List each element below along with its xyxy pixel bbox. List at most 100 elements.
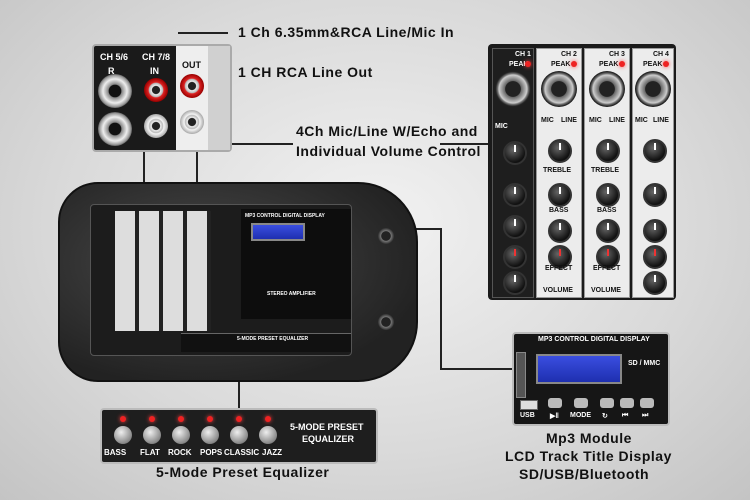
channel-strip-4: CH 4 PEAK MIC LINE <box>632 48 674 298</box>
ch4-mic: MIC <box>635 117 648 124</box>
ch2-xlr[interactable] <box>541 71 577 107</box>
eq-title-2: EQUALIZER <box>302 434 355 444</box>
device-strip-bank <box>115 211 211 331</box>
device-eq-label: 5-MODE PRESET EQUALIZER <box>237 336 309 342</box>
callout-echo-line <box>440 143 490 145</box>
label-echo-2: Individual Volume Control <box>296 143 481 159</box>
ch3-mic: MIC <box>589 117 602 124</box>
ch2-line: LINE <box>561 117 577 124</box>
callout-echo-vert <box>143 143 145 213</box>
channel-strip-3: CH 3 PEAK MIC LINE TREBLE BASS EFFECT VO… <box>584 48 630 298</box>
ch2-gain-knob[interactable] <box>548 139 572 163</box>
mp3-lcd <box>536 354 622 384</box>
ch3-bass: BASS <box>597 207 617 214</box>
ch4-gain-knob[interactable] <box>643 139 667 163</box>
out-rca-white[interactable] <box>180 110 204 134</box>
mp3-title: MP3 CONTROL DIGITAL DISPLAY <box>538 336 650 343</box>
ch4-line: LINE <box>653 117 669 124</box>
device-eq-bar: 5-MODE PRESET EQUALIZER <box>181 333 351 352</box>
label-mp3-2: LCD Track Title Display <box>505 448 672 464</box>
callout-mp3-horiz2 <box>440 368 512 370</box>
eq-button-flat[interactable] <box>143 426 161 444</box>
ch1-effect-knob[interactable] <box>503 245 527 269</box>
eq-led-bass <box>120 416 126 422</box>
io-r-label: R <box>108 66 115 76</box>
ch2-effect: EFFECT <box>545 265 573 272</box>
label-mp3-1: Mp3 Module <box>546 430 632 446</box>
ch4-treble-knob[interactable] <box>643 183 667 207</box>
eq-button-pops[interactable] <box>201 426 219 444</box>
ch1-treble-knob[interactable] <box>503 183 527 207</box>
ch3-effect-knob[interactable] <box>596 245 620 269</box>
label-mp3-3: SD/USB/Bluetooth <box>519 466 650 482</box>
callout-eq-vert <box>238 358 240 410</box>
ch3-volume: VOLUME <box>591 287 621 294</box>
mp3-mode-label: MODE <box>570 412 591 419</box>
ch1-mic: MIC <box>495 123 508 130</box>
channel-strip-2: CH 2 PEAK MIC LINE TREBLE BASS EFFECT VO… <box>536 48 582 298</box>
in-rca-white[interactable] <box>144 114 168 138</box>
callout-line-in <box>178 32 228 34</box>
eq-button-rock[interactable] <box>172 426 190 444</box>
label-echo-1: 4Ch Mic/Line W/Echo and <box>296 123 478 139</box>
out-rca-red[interactable] <box>180 74 204 98</box>
play-pause-icon: ▶‖ <box>550 413 559 420</box>
ch3-bass-knob[interactable] <box>596 219 620 243</box>
ch4-bass-knob[interactable] <box>643 219 667 243</box>
in-rca-red[interactable] <box>144 78 168 102</box>
ch1-bass-knob[interactable] <box>503 215 527 239</box>
mixer-panel: CH 1 PEAK MIC CH 2 PEAK MIC LINE TREBLE … <box>488 44 676 300</box>
io-out-label: OUT <box>182 60 201 70</box>
next-icon: ⏭ <box>642 412 649 419</box>
device-screw-right2 <box>378 314 394 330</box>
eq-panel: BASS FLAT ROCK POPS CLASSIC JAZZ 5-MODE … <box>100 408 378 464</box>
ch3-treble: TREBLE <box>591 167 619 174</box>
sd-slot[interactable] <box>516 352 526 398</box>
mp3-btn-play[interactable] <box>548 398 562 408</box>
ch2-mic: MIC <box>541 117 554 124</box>
mp3-module: MP3 CONTROL DIGITAL DISPLAY SD / MMC USB… <box>512 332 670 426</box>
ch3-treble-knob[interactable] <box>596 183 620 207</box>
eq-title-1: 5-MODE PRESET <box>290 422 364 432</box>
ch3-xlr[interactable] <box>589 71 625 107</box>
ch4-peak: PEAK <box>643 61 663 68</box>
mp3-btn-next[interactable] <box>640 398 654 408</box>
in-jack-1[interactable] <box>98 74 132 108</box>
usb-port[interactable] <box>520 400 538 410</box>
ch2-volume: VOLUME <box>543 287 573 294</box>
ch1-volume-knob[interactable] <box>503 271 527 295</box>
ch4-volume-knob[interactable] <box>643 271 667 295</box>
eq-label-bass: BASS <box>104 448 127 457</box>
mp3-btn-mode[interactable] <box>574 398 588 408</box>
previous-icon: ⏮ <box>622 412 629 419</box>
ch1-xlr[interactable] <box>495 71 531 107</box>
label-eq-caption: 5-Mode Preset Equalizer <box>156 464 330 480</box>
mp3-btn-repeat[interactable] <box>600 398 614 408</box>
ch4-effect-knob[interactable] <box>643 245 667 269</box>
ch4-xlr[interactable] <box>635 71 671 107</box>
ch2-treble-knob[interactable] <box>548 183 572 207</box>
ch2-peak: PEAK <box>551 61 571 68</box>
ch3-label: CH 3 <box>609 51 625 58</box>
eq-button-jazz[interactable] <box>259 426 277 444</box>
ch2-effect-knob[interactable] <box>548 245 572 269</box>
eq-button-classic[interactable] <box>230 426 248 444</box>
ch3-gain-knob[interactable] <box>596 139 620 163</box>
mp3-usb-label: USB <box>520 412 535 419</box>
ch4-label: CH 4 <box>653 51 669 58</box>
speaker-device: MP3 CONTROL DIGITAL DISPLAY STEREO AMPLI… <box>58 182 418 382</box>
ch2-peak-led <box>571 61 577 67</box>
mp3-btn-prev[interactable] <box>620 398 634 408</box>
io-inset: CH 5/6 CH 7/8 R IN OUT <box>92 44 232 152</box>
ch1-gain-knob[interactable] <box>503 141 527 165</box>
io-in-label: IN <box>150 66 159 76</box>
eq-label-jazz: JAZZ <box>262 448 282 457</box>
ch2-label: CH 2 <box>561 51 577 58</box>
ch2-bass-knob[interactable] <box>548 219 572 243</box>
eq-button-bass[interactable] <box>114 426 132 444</box>
in-jack-2[interactable] <box>98 112 132 146</box>
eq-led-classic <box>236 416 242 422</box>
ch1-label: CH 1 <box>515 51 531 58</box>
ch2-bass: BASS <box>549 207 569 214</box>
channel-strip-1: CH 1 PEAK MIC <box>492 48 534 298</box>
